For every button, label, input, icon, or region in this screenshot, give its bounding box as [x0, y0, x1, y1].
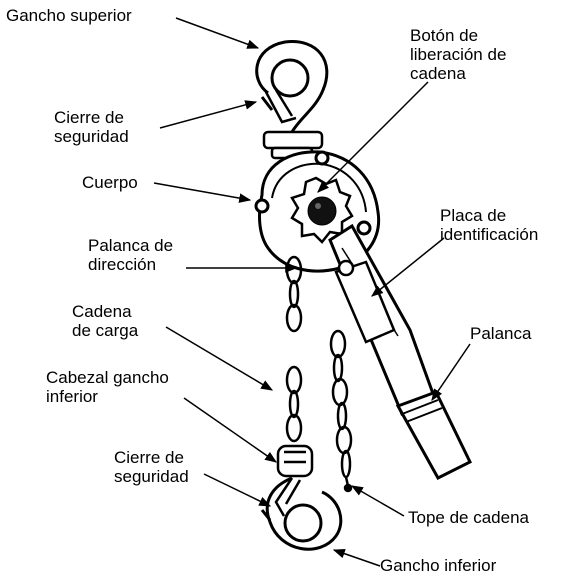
leader-placa-identificacion: [372, 238, 444, 296]
label-palanca-direccion: Palanca de dirección: [88, 236, 173, 274]
label-palanca: Palanca: [470, 324, 531, 343]
label-cadena-carga: Cadena de carga: [72, 302, 138, 340]
label-boton-liberacion: Botón de liberación de cadena: [410, 26, 506, 83]
leader-gancho-superior: [176, 18, 258, 48]
label-cierre-seguridad-superior: Cierre de seguridad: [54, 108, 129, 146]
leader-gancho-inferior: [334, 550, 380, 566]
leader-cuerpo: [154, 183, 250, 200]
leader-cadena-carga: [166, 327, 272, 390]
leader-cabezal-inferior: [184, 398, 276, 462]
hand-chain: [331, 331, 351, 477]
label-gancho-superior: Gancho superior: [6, 6, 132, 25]
leader-lines: [154, 18, 470, 566]
label-cabezal-gancho-inferior: Cabezal gancho inferior: [46, 368, 169, 406]
load-chain: [287, 257, 301, 441]
bottom-hook: [262, 478, 341, 549]
chain-stop: [345, 477, 351, 491]
label-tope-cadena: Tope de cadena: [408, 508, 529, 527]
label-placa-identificacion: Placa de identificación: [440, 206, 538, 244]
label-cierre-seguridad-inferior: Cierre de seguridad: [114, 448, 189, 486]
leader-cierre-inferior: [204, 474, 270, 506]
bottom-hook-head: [278, 446, 312, 476]
leader-tope-cadena: [352, 486, 404, 516]
label-gancho-inferior: Gancho inferior: [380, 556, 496, 575]
leader-palanca: [432, 344, 470, 400]
leader-cierre-superior: [160, 102, 256, 128]
leader-boton-liberacion: [318, 82, 428, 192]
lever-grip: [398, 392, 470, 478]
label-cuerpo: Cuerpo: [82, 173, 138, 192]
